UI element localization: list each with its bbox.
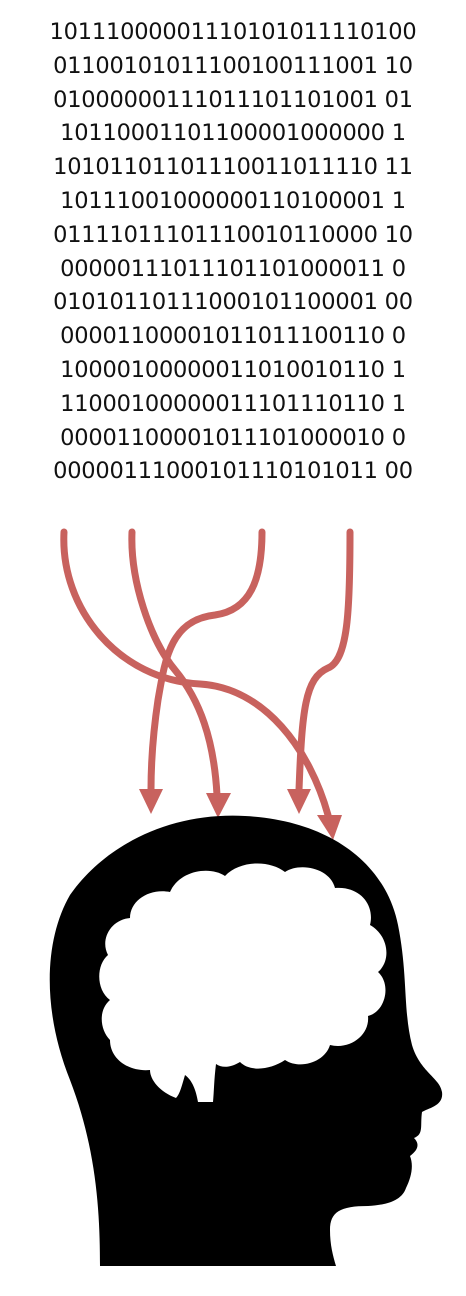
brain-icon (99, 863, 387, 1102)
binary-text-block: 10111000001110101011110100 0110010101110… (0, 16, 466, 489)
arrows-group (60, 528, 354, 819)
arrow-4-path (295, 528, 354, 794)
binary-row: 11000100000011101110110 1 (60, 390, 406, 417)
arrowhead-1-icon (317, 815, 342, 840)
binary-row: 01010110111000101100001 00 (53, 289, 413, 316)
binary-row: 01100101011100100111001 10 (53, 52, 413, 79)
arrowheads-group (139, 789, 342, 840)
arrowhead-2-icon (206, 793, 231, 818)
binary-row: 10111000001110101011110100 (49, 19, 417, 45)
binary-row: 01000000111011101101001 01 (53, 86, 413, 113)
arrow-1-path (60, 528, 332, 819)
binary-row: 00000111011101101000011 0 (60, 255, 406, 282)
binary-row: 10110001101100001000000 1 (60, 120, 406, 147)
arrowhead-3-icon (139, 789, 163, 814)
binary-row: 01111011101110010110000 10 (53, 221, 413, 248)
binary-row: 10101101101110011011110 11 (53, 154, 413, 181)
binary-row: 00001100001011011100110 0 (60, 323, 406, 350)
arrow-3-path (147, 528, 266, 794)
arrowhead-4-icon (287, 789, 311, 814)
binary-row: 00000111000101110101011 00 (53, 458, 413, 485)
binary-row: 10111001000000110100001 1 (60, 187, 406, 214)
arrow-2-path (128, 528, 221, 799)
binary-row: 00001100001011101000010 0 (60, 424, 406, 451)
binary-row: 10000100000011010010110 1 (60, 356, 406, 383)
